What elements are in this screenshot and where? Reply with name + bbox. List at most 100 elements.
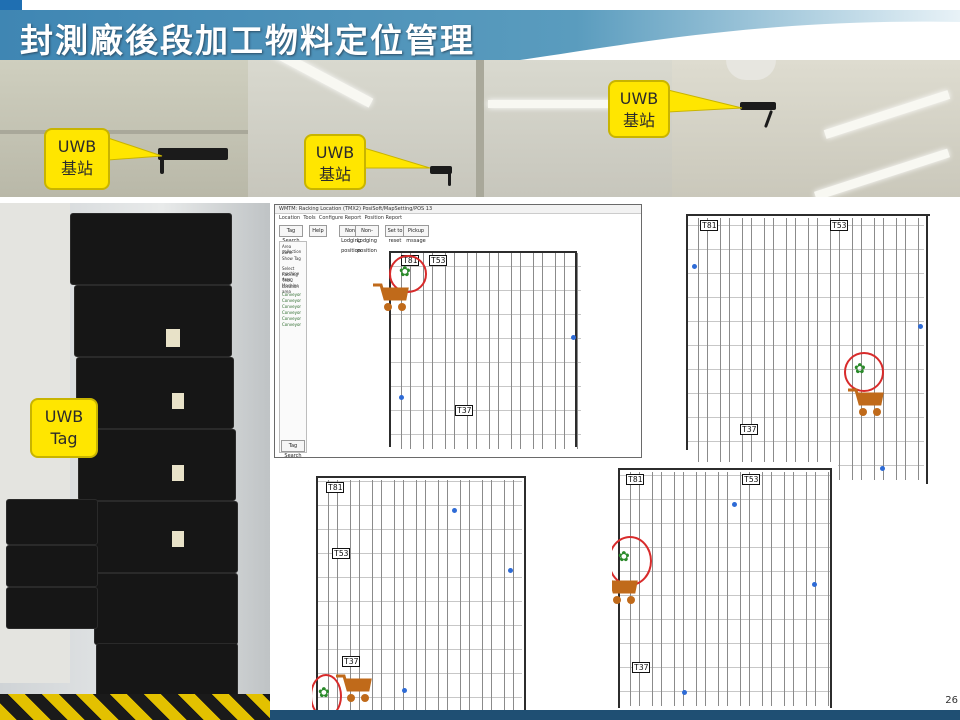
map-machine-label: T53 <box>332 548 351 559</box>
tag-marker-icon: ✿ <box>399 264 411 280</box>
map-wall <box>389 251 391 447</box>
tote-box <box>96 643 238 697</box>
slide-title: 封測廠後段加工物料定位管理 <box>20 21 475 60</box>
title-band: 封測廠後段加工物料定位管理 <box>0 0 960 60</box>
map-wall <box>316 476 526 478</box>
tag-search-button[interactable]: Tag Search <box>279 225 303 244</box>
callout-uwb-station-left: UWB 基站 <box>44 128 110 190</box>
map-machine-label: T37 <box>632 662 651 673</box>
callout-uwb-station-middle: UWB 基站 <box>304 134 366 190</box>
sidebar-item[interactable]: Location area <box>282 284 299 294</box>
title-corner-accent <box>0 0 22 12</box>
sidebar-item[interactable]: Area collection <box>282 244 302 254</box>
uwb-tag-device <box>172 465 184 481</box>
map-machine-label: T53 <box>742 474 761 485</box>
ceiling-light <box>823 90 951 139</box>
map-wall <box>830 468 832 708</box>
sidebar-item[interactable]: Zone <box>282 250 293 255</box>
callout-line-2: 基站 <box>622 111 655 130</box>
material-cart-icon <box>373 283 409 311</box>
anchor-marker-icon <box>682 690 687 695</box>
map-equipment-grid <box>620 472 830 706</box>
anchor-marker-icon <box>508 568 513 573</box>
callout-line-1: UWB <box>57 137 97 156</box>
material-cart-icon <box>336 674 372 702</box>
menu-item[interactable]: Position Report <box>364 215 403 221</box>
tag-marker-icon: ✿ <box>318 685 330 701</box>
uwb-tag-device <box>172 393 184 409</box>
non-lodging-button-2[interactable]: Non-Lodging position <box>355 225 379 254</box>
callout-line-2: 基站 <box>318 165 351 184</box>
smoke-detector <box>726 60 776 80</box>
map-wall <box>389 251 575 253</box>
sidebar-item[interactable]: Conveyor <box>282 298 302 303</box>
map-machine-label: T81 <box>626 474 645 485</box>
menu-item[interactable]: Location <box>279 215 301 221</box>
anchor-marker-icon <box>692 264 697 269</box>
ceiling-rail <box>476 60 484 197</box>
tote-box <box>78 429 236 501</box>
menu-item[interactable]: Tools <box>303 215 316 221</box>
map-machine-label: T37 <box>740 424 759 435</box>
menu-item[interactable]: Configure Report <box>318 215 362 221</box>
positioning-app-window: WMTM: Racking Location (TMX2) PosiSoft/M… <box>274 204 642 459</box>
map-wall <box>926 214 928 484</box>
tote-box-small <box>6 545 98 587</box>
help-button[interactable]: Help <box>309 225 327 237</box>
app-menubar: Location Tools Configure Report Position… <box>275 214 641 222</box>
map-machine-label: T37 <box>342 656 361 667</box>
anchor-marker-icon <box>812 582 817 587</box>
tag-highlight-circle <box>389 255 427 293</box>
app-titlebar: WMTM: Racking Location (TMX2) PosiSoft/M… <box>275 205 641 214</box>
uwb-anchor-antenna <box>448 172 451 186</box>
uwb-anchor-antenna <box>160 158 164 174</box>
pickup-message-button[interactable]: Pickup mssage <box>403 225 429 244</box>
tag-search-footer-button[interactable]: Tag Search <box>281 440 305 459</box>
callout-line-2: Tag <box>50 429 78 448</box>
tote-stack-photo <box>0 203 270 720</box>
tag-marker-icon: ✿ <box>854 361 866 377</box>
tote-box <box>74 285 232 357</box>
sidebar-item[interactable]: Racking Area <box>282 272 298 282</box>
tote-box-small <box>6 499 98 545</box>
map-wall <box>575 251 577 447</box>
tote-box <box>70 213 232 285</box>
anchor-marker-icon <box>732 502 737 507</box>
uwb-anchor-antenna <box>764 110 773 128</box>
anchor-marker-icon <box>452 508 457 513</box>
sidebar-item[interactable]: Conveyor <box>282 310 302 315</box>
ceiling-rail <box>0 130 248 134</box>
anchor-marker-icon <box>880 466 885 471</box>
uwb-tag-device <box>166 329 180 347</box>
sidebar-item[interactable]: Conveyor <box>282 304 302 309</box>
anchor-marker-icon <box>918 324 923 329</box>
uwb-anchor-device <box>430 166 452 174</box>
tote-box <box>76 357 234 429</box>
sidebar-item[interactable]: TMX2 Machine <box>282 278 299 288</box>
ceiling-photo-right <box>672 60 960 197</box>
floor-map-top-right: T81 T53 T37 ✿ <box>680 204 940 494</box>
sidebar-item[interactable]: Select machine <box>282 266 300 276</box>
sidebar-item[interactable]: Conveyor <box>282 322 302 327</box>
map-equipment-grid <box>318 480 522 712</box>
map-wall <box>686 214 688 450</box>
floor-map-bottom-right: T81 T53 T37 ✿ <box>612 462 838 712</box>
anchor-marker-icon <box>571 335 576 340</box>
sidebar-item[interactable]: Show Tag <box>282 256 301 261</box>
floor-safety-stripe <box>0 694 270 720</box>
uwb-tag-device <box>172 531 184 547</box>
sidebar-item[interactable]: Conveyor <box>282 292 302 297</box>
material-cart-icon <box>612 579 638 604</box>
ceiling-light <box>262 60 374 108</box>
app-floor-map: T81 T53 T37 ✿ <box>373 225 585 451</box>
callout-line-2: 基站 <box>60 159 93 178</box>
floor-map-bottom-left: T81 T53 T37 ✿ <box>312 468 530 718</box>
sidebar-item[interactable]: Conveyor <box>282 316 302 321</box>
title-swoosh <box>0 10 960 60</box>
ceiling-light <box>488 100 668 108</box>
app-sidebar: Area collection Zone Show Tag Select mac… <box>279 241 307 459</box>
tag-highlight-circle <box>844 352 884 392</box>
ceiling-light <box>814 148 950 197</box>
map-wall <box>686 214 930 216</box>
map-machine-label: T53 <box>429 255 448 266</box>
